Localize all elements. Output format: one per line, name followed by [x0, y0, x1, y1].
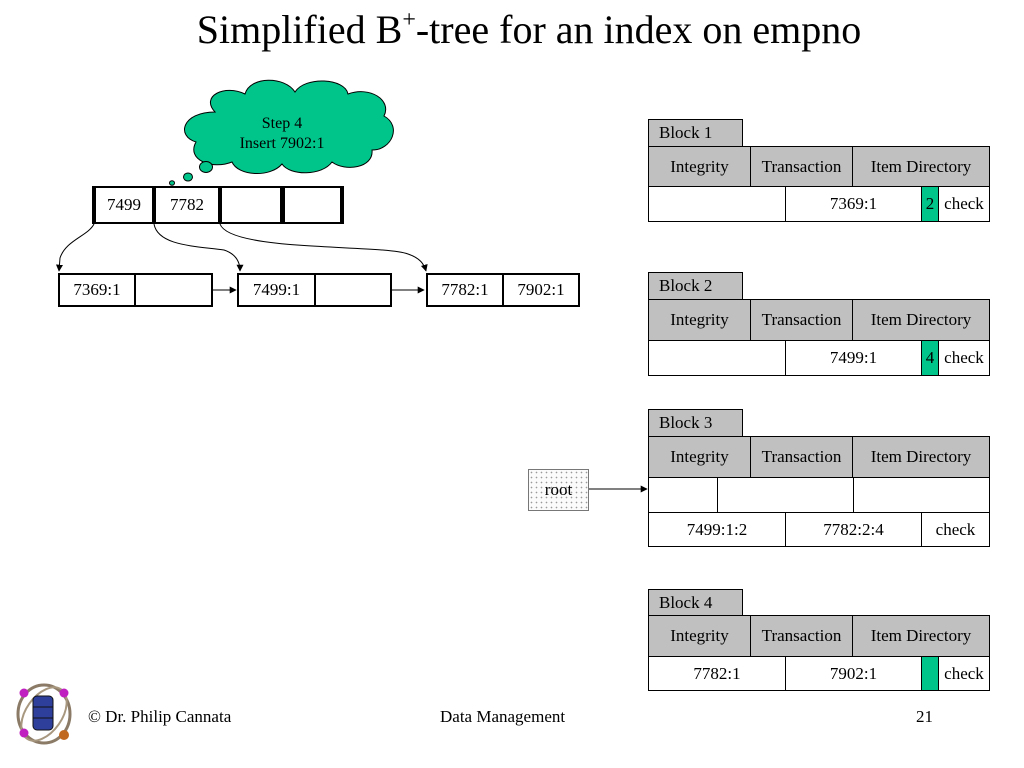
block-3-header-item-directory: Item Directory [852, 436, 990, 478]
block-2-header-integrity: Integrity [648, 299, 751, 341]
block-3-empty-cell-1 [648, 477, 718, 513]
block-1-cell-1 [648, 186, 786, 222]
block-3-header-transaction: Transaction [750, 436, 853, 478]
block-2-cell-2: 7499:1 [785, 340, 922, 376]
block-1-tab: Block 1 [648, 119, 743, 147]
block-1-header-item-directory: Item Directory [852, 146, 990, 187]
thought-bubble-small [169, 180, 175, 186]
arrow-internal-to-leaf-1 [55, 223, 95, 272]
thought-cloud [169, 79, 394, 186]
leaf-3-key-2: 7902:1 [502, 273, 580, 307]
block-3-empty-cell-2 [717, 477, 854, 513]
block-4-header-transaction: Transaction [750, 615, 853, 657]
leaf-3-key-1: 7782:1 [426, 273, 504, 307]
internal-key-4 [282, 186, 344, 224]
root-pointer-box: root [528, 469, 589, 511]
block-3-header-integrity: Integrity [648, 436, 751, 478]
footer-course: Data Management [440, 707, 566, 726]
cloud-text: Step 4 Insert 7902:1 [212, 114, 352, 154]
block-1-check: check [938, 186, 990, 222]
leaf-1-key-2 [134, 273, 213, 307]
leaf-2-key-1: 7499:1 [237, 273, 316, 307]
block-4-cell-1: 7782:1 [648, 656, 786, 691]
slide-title: Simplified B+-tree for an index on empno [0, 4, 1024, 56]
internal-key-2: 7782 [154, 186, 220, 224]
block-4-check: check [938, 656, 990, 691]
arrow-internal-to-leaf-3 [219, 223, 428, 272]
title-main: Simplified B [196, 7, 403, 52]
block-3-tab: Block 3 [648, 409, 743, 437]
footer-author: © Dr. Philip Cannata [88, 707, 232, 726]
block-4-header-integrity: Integrity [648, 615, 751, 657]
block-3-empty-cell-3 [853, 477, 990, 513]
block-2-cell-1 [648, 340, 786, 376]
arrow-internal-to-leaf-2 [153, 223, 244, 272]
title-superscript: + [402, 7, 416, 33]
internal-key-3 [220, 186, 282, 224]
block-1-cell-2: 7369:1 [785, 186, 922, 222]
block-2-directory-count: 4 [921, 340, 939, 376]
block-2-header-item-directory: Item Directory [852, 299, 990, 341]
logo-icon [16, 683, 72, 745]
block-4-tab: Block 4 [648, 589, 743, 616]
leaf-2-key-2 [314, 273, 392, 307]
block-3-pointer-2: 7782:2:4 [785, 512, 922, 547]
block-3-check: check [921, 512, 990, 547]
cloud-insert-label: Insert 7902:1 [239, 135, 325, 152]
block-2-check: check [938, 340, 990, 376]
block-2-header-transaction: Transaction [750, 299, 853, 341]
block-4-header-item-directory: Item Directory [852, 615, 990, 657]
internal-key-1: 7499 [92, 186, 154, 224]
block-4-cell-2: 7902:1 [785, 656, 922, 691]
thought-bubble-large [199, 161, 213, 173]
block-4-directory-count [921, 656, 939, 691]
leaf-1-key-1: 7369:1 [58, 273, 136, 307]
footer-page-number: 21 [916, 707, 933, 726]
block-1-header-transaction: Transaction [750, 146, 853, 187]
thought-bubble-medium [183, 172, 193, 182]
title-rest: -tree for an index on empno [415, 7, 862, 52]
block-1-directory-count: 2 [921, 186, 939, 222]
block-3-pointer-1: 7499:1:2 [648, 512, 786, 547]
block-1-header-integrity: Integrity [648, 146, 751, 187]
block-2-tab: Block 2 [648, 272, 743, 300]
cloud-step-label: Step 4 [261, 115, 303, 132]
